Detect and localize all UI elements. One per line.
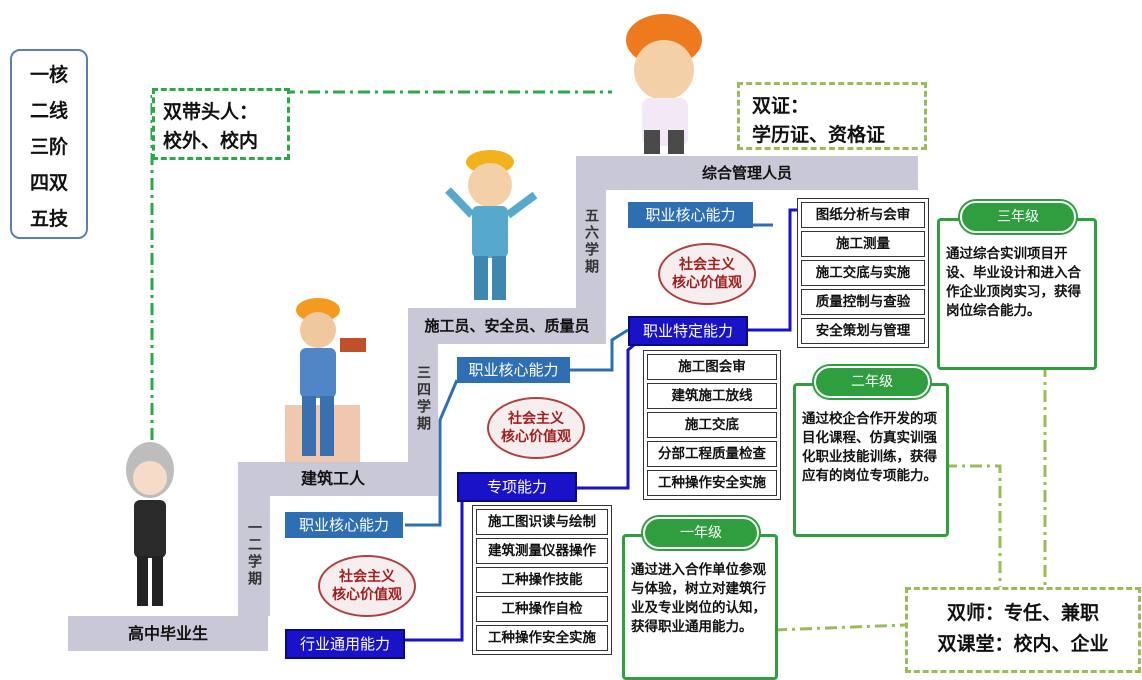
grade2-connector [945,464,1002,600]
grade1-text: 通过进入合作单位参观与体验，树立对建筑行业及专业岗位的认知，获得职业通用能力。 [631,562,766,635]
skill-item: 工种操作自检 [476,596,608,622]
skill-item: 工种操作安全实施 [647,470,777,496]
values-oval-1: 社会主义 核心价值观 [318,555,416,617]
oval-line: 核心价值观 [501,429,571,445]
dual-teacher-box: 双师：专任、兼职 双课堂：校内、企业 [905,587,1141,673]
step-label: 建筑工人 [300,469,365,488]
manager-skill-list: 图纸分析与会审 施工测量 施工交底与实施 质量控制与查验 安全策划与管理 [797,198,929,348]
skill-item: 施工交底与实施 [801,260,925,286]
dual-cert-title: 双证： [752,95,810,117]
grade2-box: 二年级 通过校企合作开发的项目化课程、仿真实训强化职业技能训练，获得应有的岗位专… [793,366,949,537]
special-skill-list: 施工图识读与绘制 建筑测量仪器操作 工种操作技能 工种操作自检 工种操作安全实施 [472,505,612,655]
staff-figure [445,150,538,300]
step-high-school: 高中毕业生 [68,616,268,651]
skill-item: 施工图会审 [647,354,777,380]
period-label: 一二学期 [246,520,262,588]
values-oval-3: 社会主义 核心价值观 [658,243,756,305]
worker-figure [285,298,366,463]
skill-item: 工种操作安全实施 [476,625,608,651]
specific-skill-list: 施工图会审 建筑施工放线 施工交底 分部工程质量检查 工种操作安全实施 [643,350,781,500]
core-ability-3: 职业核心能力 [628,202,753,228]
skill-item: 图纸分析与会审 [801,202,925,228]
oval-line: 核心价值观 [672,275,742,291]
special-connector [575,338,641,490]
left-concept-list: 一核 二线 三阶 四双 五技 [10,49,88,239]
skill-item: 建筑测量仪器操作 [476,538,608,564]
grade1-label: 一年级 [643,517,759,549]
skill-item: 安全策划与管理 [801,318,925,344]
list-item: 一核 [29,64,68,86]
list-item: 二线 [29,100,68,122]
dual-teacher-line2: 双课堂：校内、企业 [937,633,1109,655]
skill-item: 施工图识读与绘制 [476,509,608,535]
grade2-text: 通过校企合作开发的项目化课程、仿真实训强化职业技能训练，获得应有的岗位专项能力。 [802,411,937,484]
grade3-box: 三年级 通过综合实训项目开设、毕业设计和进入合作企业顶岗实习，获得岗位综合能力。 [937,201,1097,370]
list-item: 四双 [29,172,68,194]
list-item: 三阶 [29,136,68,158]
skill-item: 分部工程质量检查 [647,441,777,467]
oval-line: 社会主义 [508,411,564,427]
period-label: 三四学期 [415,365,431,433]
step-label: 施工员、安全员、质量员 [424,317,590,335]
specific-ability: 职业特定能力 [628,316,748,346]
grade3-label: 三年级 [960,201,1076,233]
skill-item: 施工交底 [647,412,777,438]
industry-ability: 行业通用能力 [285,629,405,659]
skill-item: 建筑施工放线 [647,383,777,409]
grade1-box: 一年级 通过进入合作单位参观与体验，树立对建筑行业及专业岗位的认知，获得职业通用… [622,517,778,680]
dual-leader-title: 双带头人： [163,101,259,123]
core-connector-1 [405,379,459,527]
core-ability-1: 职业核心能力 [285,512,403,538]
skill-item: 质量控制与查验 [801,289,925,315]
grade1-connector [774,623,906,632]
oval-line: 核心价值观 [332,587,402,603]
step-label: 高中毕业生 [127,624,208,643]
period-label: 五六学期 [583,208,599,276]
dual-cert-text: 学历证、资格证 [752,124,886,146]
list-item: 五技 [29,208,68,230]
grade2-label: 二年级 [814,366,930,398]
core-ability-2: 职业核心能力 [457,357,570,383]
dual-cert-box: 双证： 学历证、资格证 [737,82,927,150]
step-label: 综合管理人员 [701,164,792,182]
oval-line: 社会主义 [339,569,395,585]
oval-line: 社会主义 [679,257,735,273]
grade3-text: 通过综合实训项目开设、毕业设计和进入合作企业顶岗实习，获得岗位综合能力。 [946,246,1081,319]
skill-item: 工种操作技能 [476,567,608,593]
specific-connector [743,208,797,332]
dual-teacher-line1: 双师：专任、兼职 [946,602,1099,624]
dual-leader-text: 校外、校内 [163,130,259,152]
manager-figure [626,14,702,154]
student-figure [126,442,174,606]
step-staff: 施工员、安全员、质量员 [408,308,606,344]
special-ability: 专项能力 [457,472,577,502]
step-manager: 综合管理人员 [576,156,918,190]
step-worker: 建筑工人 [238,462,438,496]
dual-leader-box: 双带头人： 校外、校内 [152,88,290,160]
values-oval-2: 社会主义 核心价值观 [487,397,585,459]
core-connector-2 [568,328,629,372]
skill-item: 施工测量 [801,231,925,257]
